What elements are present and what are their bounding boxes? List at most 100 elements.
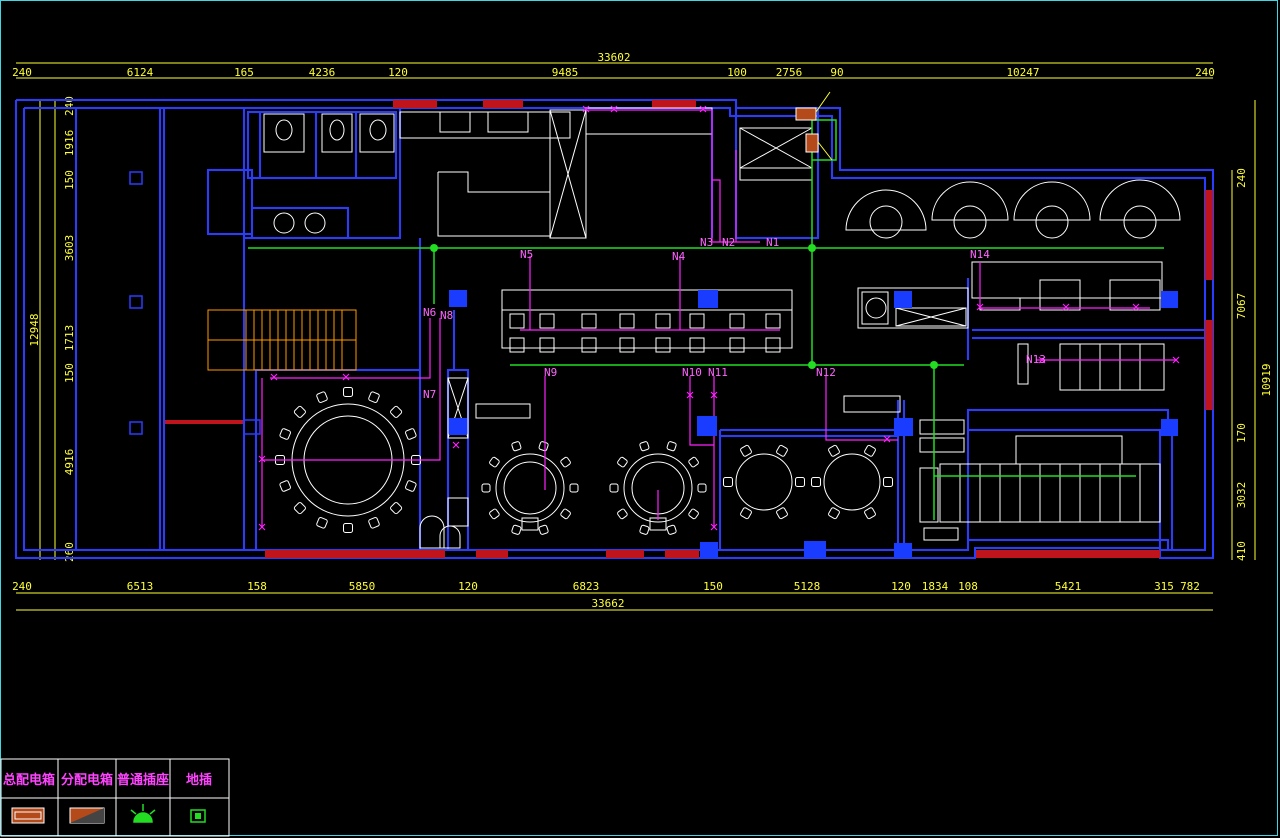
bottom-dim-4: 5850 [349,580,376,593]
circuit-n14: N14 [970,248,990,261]
chair [368,517,380,529]
sub-distribution-boxes [449,290,1178,559]
circuit-n1: N1 [766,236,779,249]
left-dim-8: 260 [63,542,76,562]
chair [569,483,579,493]
top-dim-6: 9485 [552,66,579,79]
circuit-n11: N11 [708,366,728,379]
chair [864,507,876,520]
chair [405,428,417,440]
chair [795,477,805,487]
circuit-n2: N2 [722,236,735,249]
chair [688,508,699,520]
left-dimension-chain: 12948 240 1916 150 3603 1713 150 4916 26… [28,96,76,562]
right-dim-4: 410 [1235,541,1248,561]
circuit-n13: N13 [1026,353,1046,366]
bottom-dimension-chain: 33662 240 6513 158 5850 120 6823 150 512… [12,580,1213,611]
chair [293,502,306,515]
chair [560,508,571,520]
staircase [207,309,357,371]
chair [617,456,628,468]
bottom-dim-8: 5128 [794,580,821,593]
main-distribution-boxes [795,91,833,161]
left-dim-2: 1916 [63,130,76,157]
bottom-dim-12: 5421 [1055,580,1082,593]
top-total-dim: 33602 [597,51,630,64]
chair [489,508,500,520]
chair [864,444,876,457]
chair [609,483,619,493]
top-dim-10: 10247 [1006,66,1039,79]
top-dim-5: 120 [388,66,408,79]
bottom-dim-5: 120 [458,580,478,593]
legend-floor-socket-label: 地插 [186,772,212,788]
chair [639,441,650,452]
chair [405,480,417,492]
chair [368,391,380,403]
chair [776,444,788,457]
chair [811,477,821,487]
bottom-total-dim: 33662 [591,597,624,610]
bottom-dim-11: 108 [958,580,978,593]
columns [129,171,261,435]
right-total-dim: 10919 [1260,363,1273,396]
trunk-wiring [248,119,1164,520]
top-dim-11: 240 [1195,66,1215,79]
socket-markers [258,105,1180,531]
circuit-labels: N1 N2 N3 N4 N5 N6 N8 N7 N9 N10 N11 N12 N… [423,236,1046,401]
chair [697,483,707,493]
chair [666,441,677,452]
chair [538,524,549,535]
left-dim-4: 3603 [63,235,76,262]
circuit-n10: N10 [682,366,702,379]
circuit-n8: N8 [440,309,453,322]
chair [390,405,403,418]
top-dim-3: 165 [234,66,254,79]
circuit-n12: N12 [816,366,836,379]
top-dim-7: 100 [727,66,747,79]
right-outer-dim: 7067 [1235,293,1248,320]
chair [316,391,328,403]
left-dim-7: 4916 [63,449,76,476]
chair [776,507,788,520]
furniture [263,107,1181,549]
right-dimension-chain: 240 7067 10919 170 3032 410 [1231,100,1273,561]
top-dim-4: 4236 [309,66,336,79]
chair [293,405,306,418]
chair [511,524,522,535]
bottom-dim-2: 6513 [127,580,154,593]
left-dim-6: 150 [63,363,76,383]
chair [688,456,699,468]
chair [639,524,650,535]
trunk-junctions [430,244,938,369]
chair [481,483,491,493]
chair [740,507,752,520]
walls [15,99,1214,559]
sub-distribution-box-icon [69,807,105,824]
bottom-dim-13: 315 [1154,580,1174,593]
top-dim-1: 240 [12,66,32,79]
windows [165,100,1213,558]
bottom-dim-1: 240 [12,580,32,593]
bottom-dim-10: 1834 [922,580,949,593]
chair [538,441,549,452]
chair [489,456,500,468]
chair [343,523,353,533]
circuit-n4: N4 [672,250,686,263]
chair [390,502,403,515]
chair [316,517,328,529]
chair [740,444,752,457]
left-dim-1: 240 [63,96,76,116]
top-dimension-chain: 33602 240 6124 165 4236 120 9485 100 275… [12,51,1215,79]
chairs [275,387,893,535]
circuit-n7: N7 [423,388,436,401]
circuit-n3: N3 [700,236,713,249]
left-dim-3: 150 [63,170,76,190]
main-distribution-box-icon [11,807,45,824]
top-dim-9: 90 [830,66,843,79]
chair [279,428,291,440]
chair [279,480,291,492]
circuit-n9: N9 [544,366,557,379]
chair [883,477,893,487]
